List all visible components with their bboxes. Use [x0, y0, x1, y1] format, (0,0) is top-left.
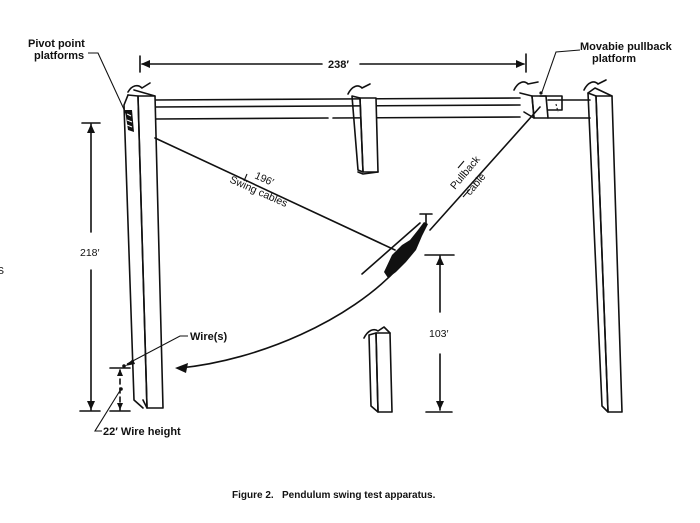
pivot-platforms-label-line1: Pivot point	[28, 38, 85, 50]
release-height-dimension: 103′	[424, 254, 455, 413]
middle-lower-post	[363, 326, 393, 413]
edge-fragment-text: S	[0, 265, 4, 277]
helicopter-icon	[384, 213, 433, 278]
release-line	[361, 222, 421, 275]
swing-cables-callout: 196′ Swing cables	[228, 170, 289, 210]
wire-height-dimension	[109, 364, 131, 412]
span-dimension: 238′	[139, 53, 527, 73]
pivot-platforms-label-line2: platforms	[34, 50, 84, 62]
left-tower	[123, 82, 164, 409]
span-label: 238′	[328, 59, 349, 71]
middle-upper-post	[347, 83, 379, 175]
swing-arc-arrowhead	[175, 363, 188, 373]
wire-height-label: 22′ Wire height	[103, 426, 181, 438]
pullback-platform-callout: Movabie pullback platform	[539, 41, 673, 95]
wire-height-callout: 22′ Wire height	[94, 388, 181, 438]
height-label: 218′	[80, 247, 100, 259]
release-height-label: 103′	[429, 328, 449, 340]
pullback-platform-label-line2: platform	[592, 53, 636, 65]
figure-caption: Figure 2. Pendulum swing test apparatus.	[232, 490, 436, 501]
swing-cable-line	[154, 137, 396, 251]
swing-arc	[179, 267, 399, 369]
height-dimension: 218′	[79, 122, 101, 412]
right-tower	[583, 79, 623, 413]
pivot-platforms-callout: Pivot point platforms	[28, 38, 129, 119]
wires-label: Wire(s)	[190, 331, 228, 343]
pullback-cable-callout: Pullback cable	[448, 153, 488, 198]
wires-callout: Wire(s)	[125, 331, 228, 366]
cables	[154, 106, 541, 373]
pullback-platform-label-line1: Movabie pullback	[580, 41, 673, 53]
gantry-structure	[123, 79, 623, 413]
pullback-cable-line	[429, 106, 541, 231]
